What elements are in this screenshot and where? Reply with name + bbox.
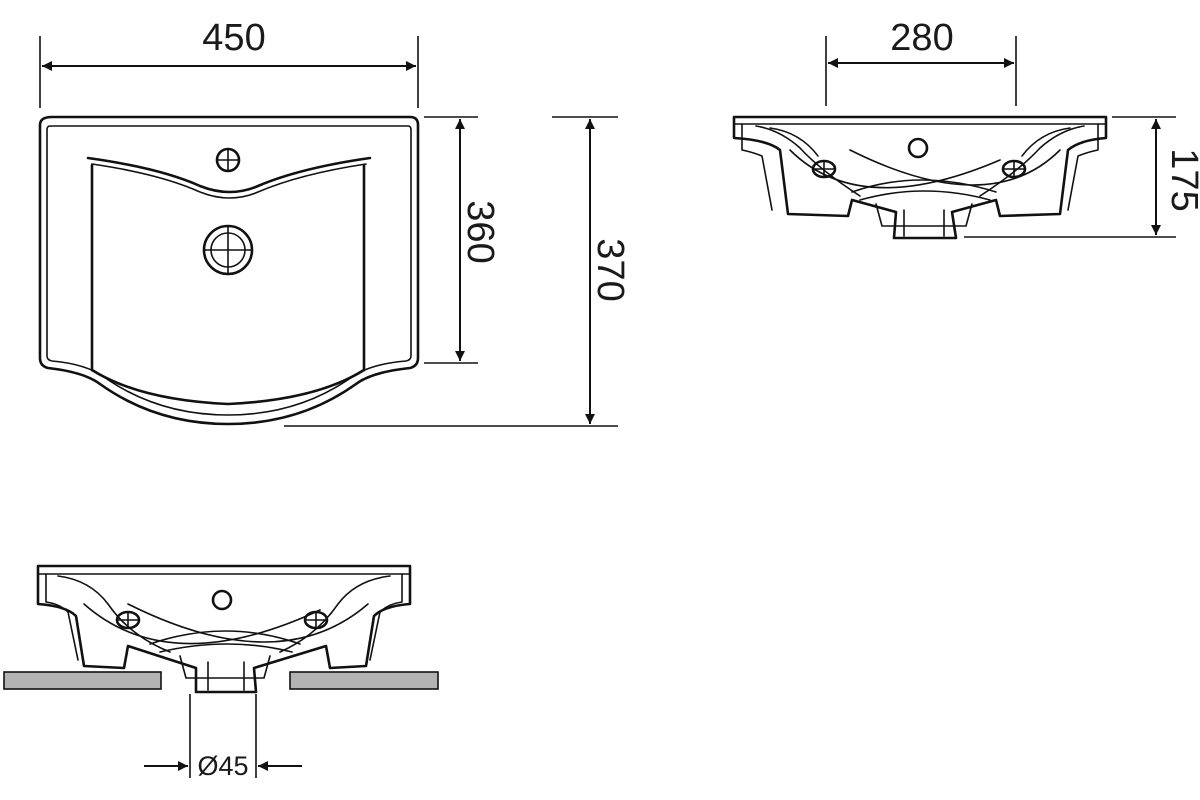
dimension-width-top: 450 <box>39 17 419 108</box>
dimension-drain-diameter-label: Ø45 <box>197 751 248 781</box>
dimension-width-top-label: 450 <box>202 17 265 59</box>
installed-view: Ø45 <box>3 564 439 781</box>
installed-view-outline <box>36 564 412 694</box>
top-view-rim <box>46 125 412 416</box>
countertop-right <box>289 671 439 690</box>
dimension-height-label: 175 <box>1163 148 1200 211</box>
dimension-depth-total-label: 370 <box>589 238 631 301</box>
top-view: 450 360 370 <box>38 17 631 427</box>
dimension-depth-inner-label: 360 <box>459 200 501 263</box>
installed-view-faucet-hole-icon <box>211 589 233 611</box>
dimension-depth-inner: 360 <box>424 116 501 364</box>
dimension-width-front: 280 <box>825 17 1017 106</box>
countertop-left <box>3 671 162 690</box>
front-view: 280 175 <box>732 17 1200 240</box>
dimension-width-front-label: 280 <box>890 17 953 59</box>
top-view-outline <box>38 115 420 426</box>
front-view-left-bolt-icon <box>811 159 837 179</box>
dimension-drain-diameter: Ø45 <box>144 694 302 781</box>
front-view-outline <box>732 115 1108 240</box>
dimension-height: 175 <box>964 116 1200 238</box>
top-view-bowl-bottom-curve <box>90 368 366 406</box>
dimension-depth-total: 370 <box>284 116 631 427</box>
installed-view-right-bolt-icon <box>303 610 329 630</box>
top-view-bowl-top-curve-inner <box>91 163 367 199</box>
front-view-faucet-hole-icon <box>907 137 929 159</box>
front-view-right-bolt-icon <box>1001 159 1027 179</box>
drain-icon <box>202 224 254 276</box>
top-view-bowl-top-curve <box>86 156 372 194</box>
installed-view-left-bolt-icon <box>115 610 141 630</box>
faucet-hole-icon <box>215 147 241 173</box>
